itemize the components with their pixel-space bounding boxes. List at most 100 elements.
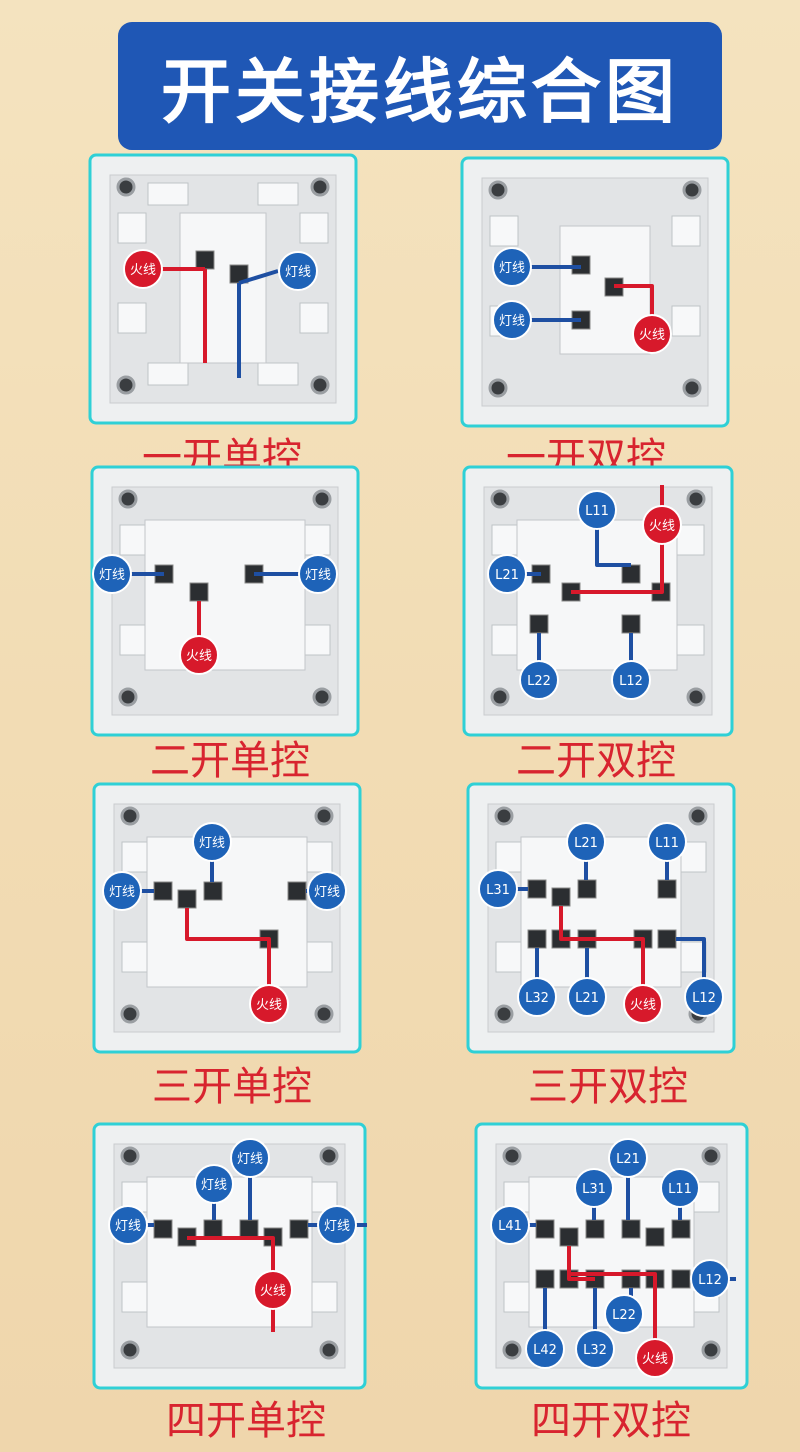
mount-slot — [308, 1281, 338, 1313]
lamp-wire-label-badge — [194, 1164, 234, 1204]
screw-hole — [319, 1340, 339, 1360]
mount-slot — [257, 362, 299, 386]
live-wire — [559, 906, 645, 1004]
screw-hole — [120, 1146, 140, 1166]
screw-hole — [120, 806, 140, 826]
mount-slot — [147, 362, 189, 386]
screw-hole — [682, 180, 702, 200]
wire-label: 灯线 — [499, 261, 525, 276]
page-title: 开关接线综合图 — [161, 50, 679, 133]
mount-slot — [671, 305, 701, 337]
panel-4: L11 火线 L21 L22 L12 — [462, 465, 734, 737]
wire-label: L11 — [655, 836, 679, 851]
lamp-wire-label-badge — [307, 871, 347, 911]
lamp-wire-label-badge — [102, 871, 142, 911]
mount-slot — [299, 302, 329, 334]
screw-hole — [312, 489, 332, 509]
wire-label: L22 — [527, 674, 551, 689]
mount-slot — [675, 624, 705, 656]
wire-terminal — [585, 1219, 605, 1239]
wire-terminal — [671, 1269, 691, 1289]
switch-2-gang-single: 灯线 灯线 火线 — [90, 465, 360, 737]
screw-hole — [312, 687, 332, 707]
wire-label: 灯线 — [201, 1178, 227, 1193]
caption-5: 三开单控 — [152, 1064, 312, 1110]
wire-terminal — [189, 582, 209, 602]
wire-label: L21 — [616, 1152, 640, 1167]
lamp-wire-label-badge — [684, 977, 724, 1017]
screw-hole — [310, 177, 330, 197]
lamp-wire-label-badge — [577, 490, 617, 530]
switch-1-gang-double: 灯线 灯线 火线 — [460, 156, 730, 428]
live-wire-label-badge — [642, 505, 682, 545]
switch-4-gang-double: L21 L31 L11 L41 L12 L22 L42 L32 火线 — [474, 1122, 749, 1390]
screw-hole — [494, 1004, 514, 1024]
wire-label: 灯线 — [199, 836, 225, 851]
lamp-wire-label-badge — [660, 1168, 700, 1208]
wire-label: 灯线 — [99, 568, 125, 583]
lamp-wire-label-badge — [567, 977, 607, 1017]
wire-terminal — [203, 1219, 223, 1239]
wire-terminal — [535, 1269, 555, 1289]
lamp-wire-label-badge — [519, 660, 559, 700]
screw-hole — [682, 378, 702, 398]
mount-slot — [491, 524, 521, 556]
wire-label: L12 — [698, 1273, 722, 1288]
mount-slot — [303, 841, 333, 873]
wire-label: L12 — [692, 991, 716, 1006]
wire-terminal — [289, 1219, 309, 1239]
wire-label: 灯线 — [324, 1219, 350, 1234]
mount-slot — [503, 1281, 533, 1313]
switch-2-gang-double: L11 火线 L21 L22 L12 — [462, 465, 734, 737]
screw-hole — [319, 1146, 339, 1166]
caption-4: 二开双控 — [516, 738, 676, 784]
mount-slot — [677, 941, 707, 973]
lamp-wire-label-badge — [490, 1205, 530, 1245]
caption-3: 二开单控 — [150, 738, 310, 784]
wire-terminal — [535, 1219, 555, 1239]
lamp-wire-label-badge — [487, 554, 527, 594]
wire-terminal — [621, 1219, 641, 1239]
mount-slot — [121, 1281, 151, 1313]
screw-hole — [120, 1340, 140, 1360]
screw-hole — [701, 1340, 721, 1360]
live-wire-label-badge — [635, 1338, 675, 1378]
wire-label: 灯线 — [237, 1152, 263, 1167]
panel-2: 灯线 灯线 火线 — [460, 156, 730, 428]
switch-body — [146, 1176, 313, 1328]
panel-8: L21 L31 L11 L41 L12 L22 L42 L32 火线 — [474, 1122, 749, 1390]
wire-terminal — [153, 881, 173, 901]
wire-label: 灯线 — [499, 314, 525, 329]
lamp-wire-label-badge — [317, 1205, 357, 1245]
wire-label: 灯线 — [305, 568, 331, 583]
wire-terminal — [551, 887, 571, 907]
screw-hole — [701, 1146, 721, 1166]
screw-hole — [688, 806, 708, 826]
wire-label: 火线 — [630, 998, 656, 1013]
live-wire-label-badge — [179, 635, 219, 675]
panel-1: 火线 灯线 — [88, 153, 358, 425]
wire-terminal — [621, 614, 641, 634]
lamp-wire-label-badge — [92, 554, 132, 594]
caption-6: 三开双控 — [528, 1064, 688, 1110]
live-wire-label-badge — [623, 984, 663, 1024]
wire-label: L11 — [585, 504, 609, 519]
screw-hole — [490, 687, 510, 707]
wire-label: L31 — [582, 1182, 606, 1197]
wire-terminal — [527, 879, 547, 899]
wire-terminal — [621, 564, 641, 584]
screw-hole — [488, 378, 508, 398]
wire-label: 灯线 — [109, 885, 135, 900]
lamp-wire-label-badge — [517, 977, 557, 1017]
wire-label: 火线 — [260, 1284, 286, 1299]
caption-8: 四开双控 — [531, 1398, 691, 1444]
wire-label: L21 — [574, 836, 598, 851]
caption-7: 四开单控 — [166, 1398, 326, 1444]
mount-slot — [121, 941, 151, 973]
mount-slot — [117, 212, 147, 244]
wire-label: 灯线 — [115, 1219, 141, 1234]
mount-slot — [491, 624, 521, 656]
wire-label: L32 — [583, 1343, 607, 1358]
lamp-wire-label-badge — [278, 251, 318, 291]
wire-terminal — [153, 1219, 173, 1239]
